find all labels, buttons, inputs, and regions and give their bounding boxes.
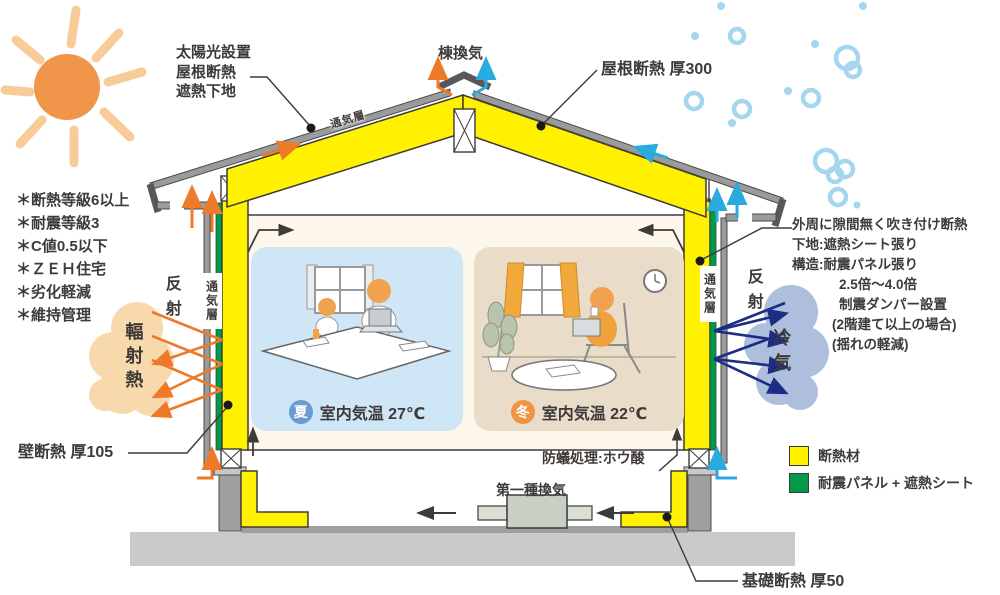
summer-temp-row: 夏 室内気温 27℃ (251, 400, 463, 424)
reflect-right-label: 反射 (744, 268, 762, 318)
spec-line: 2.5倍〜4.0倍 (839, 277, 918, 292)
house-features-list: ＊断熱等級6以上 ＊耐震等級3 ＊C値0.5以下 ＊ＺＥＨ住宅 ＊劣化軽減 ＊維… (16, 191, 129, 329)
radiant-reflection-arrows (150, 310, 223, 419)
feature-item: ＊維持管理 (16, 307, 92, 324)
winter-temp-row: 冬 室内気温 22℃ (474, 400, 684, 424)
summer-temperature: 室内気温 27℃ (319, 406, 426, 423)
summer-room-illustration (260, 264, 452, 380)
foundation-insulation-label: 基礎断熱 厚50 (742, 573, 845, 590)
legend-label: 耐震パネル + 遮熱シート (818, 474, 974, 491)
feature-item: ＊断熱等級6以上 (16, 192, 130, 209)
winter-badge: 冬 (510, 400, 535, 424)
ventilation-arrows (181, 56, 748, 480)
roof-insulation-label: 屋根断熱 厚300 (601, 61, 713, 78)
spec-line: 下地:遮熱シート張り (792, 237, 918, 252)
winter-temperature: 室内気温 22℃ (541, 406, 648, 423)
exterior-spec-block: 外周に隙間無く吹き付け断熱 下地:遮熱シート張り 構造:耐震パネル張り 2.5倍… (792, 216, 968, 356)
right-wall (683, 175, 728, 469)
ventilation-unit (416, 494, 634, 529)
legend-label: 断熱材 (818, 447, 860, 464)
legend: 断熱材 耐震パネル + 遮熱シート (789, 442, 974, 496)
vent-layer-right-box: 通気層 (700, 266, 720, 322)
ridge-vent-label: 棟換気 (438, 45, 484, 62)
feature-item: ＊劣化軽減 (16, 284, 92, 301)
seismic-panel-swatch-icon (789, 472, 809, 493)
insulation-swatch-icon (789, 445, 809, 466)
reflect-left-label: 反射 (162, 275, 180, 325)
termite-leader-arrow (658, 427, 683, 472)
spec-line: (2階建て以上の場合) (832, 317, 957, 332)
vent-layer-left-box: 通気層 (202, 273, 222, 329)
spec-line: 外周に隙間無く吹き付け断熱 (792, 217, 968, 232)
cold-reflection-arrows (713, 301, 790, 395)
feature-item: ＊ＺＥＨ住宅 (16, 261, 107, 278)
leader-lines (128, 69, 792, 582)
sun-icon (0, 5, 147, 168)
termite-treatment-label: 防蟻処理:ホウ酸 (542, 450, 645, 466)
foundation (130, 466, 795, 566)
radiant-heat-label: 輻射熱 (123, 322, 144, 394)
summer-badge: 夏 (288, 400, 313, 424)
roof-structure (146, 71, 787, 227)
leader-dots (223, 121, 705, 522)
wall-insulation-label: 壁断熱 厚105 (18, 444, 114, 461)
cold-air-label: 冷気 (771, 328, 792, 378)
spec-line: 構造:耐震パネル張り (792, 257, 918, 272)
ventilation-type1-label: 第一種換気 (496, 482, 566, 498)
feature-item: ＊C値0.5以下 (16, 238, 108, 255)
indoor-airflow-arrows (246, 223, 685, 456)
spec-line: 制震ダンパー設置 (839, 297, 947, 312)
foundation-insulation (240, 470, 688, 528)
feature-item: ＊耐震等級3 (16, 215, 100, 232)
solar-roof-label: 太陽光設置 屋根断熱 遮熱下地 (176, 44, 252, 100)
winter-room-card: 冬 室内気温 22℃ (474, 247, 684, 431)
summer-room-card: 夏 室内気温 27℃ (251, 247, 463, 431)
winter-room-illustration (482, 262, 676, 391)
legend-row-insulation: 断熱材 (789, 442, 974, 469)
cold-bubbles (683, 2, 867, 209)
spec-line: (揺れの軽減) (832, 337, 909, 352)
legend-row-panel: 耐震パネル + 遮熱シート (789, 469, 974, 496)
